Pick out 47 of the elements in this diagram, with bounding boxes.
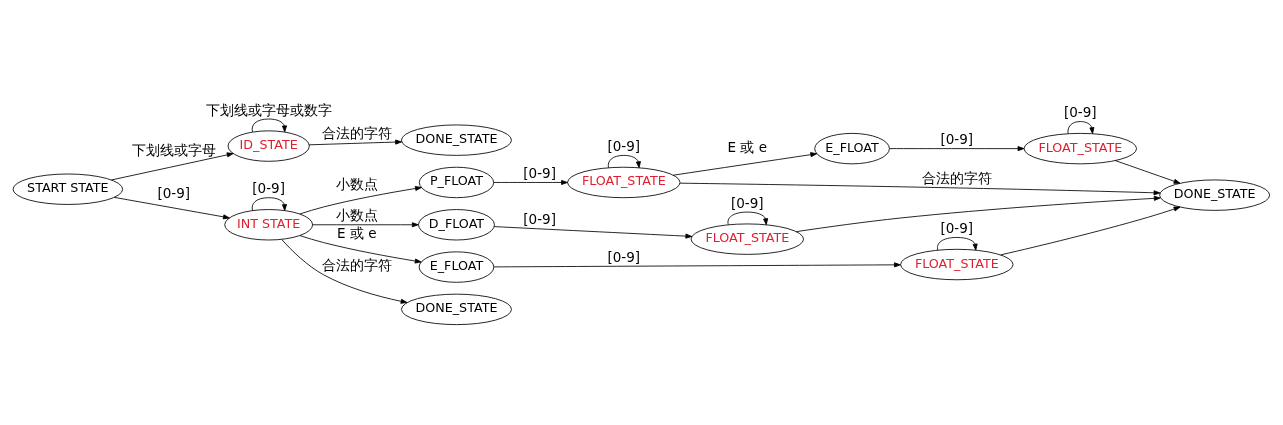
arrow bbox=[672, 152, 818, 176]
node-ellipse: P_FLOAT bbox=[418, 166, 495, 199]
edge-label: E 或 e bbox=[337, 225, 377, 242]
node-ellipse: FLOAT_STATE bbox=[1023, 132, 1137, 165]
arrow bbox=[493, 179, 568, 185]
arrow bbox=[1067, 121, 1095, 134]
arrow bbox=[251, 197, 287, 211]
node-ellipse: D_FLOAT bbox=[418, 209, 495, 241]
arrow bbox=[299, 186, 422, 215]
edge-label: [0-9] bbox=[607, 248, 641, 265]
arrow bbox=[679, 182, 1161, 196]
edge-label: [0-9] bbox=[523, 165, 556, 182]
arrow bbox=[493, 262, 901, 268]
arrow bbox=[1000, 206, 1181, 256]
edge-label: [0-9] bbox=[1064, 104, 1097, 121]
edge-label: 下划线或字母或数字 bbox=[205, 101, 332, 118]
arrow bbox=[281, 239, 408, 304]
arrow bbox=[889, 146, 1025, 152]
arrow bbox=[110, 152, 234, 181]
edge-label: 下划线或字母 bbox=[131, 142, 216, 159]
arrow bbox=[493, 226, 693, 239]
edge-label: [0-9] bbox=[252, 180, 285, 197]
arrow bbox=[113, 196, 230, 220]
edge-label: E 或 e bbox=[727, 138, 768, 155]
edge-label: [0-9] bbox=[940, 220, 974, 237]
arrow bbox=[312, 222, 419, 228]
arrow bbox=[299, 235, 422, 264]
edge-label: 合法的字符 bbox=[321, 257, 392, 274]
node-ellipse: FLOAT_STATE bbox=[690, 223, 804, 255]
node-ellipse: DONE_STATE bbox=[401, 124, 512, 156]
edge-label: [0-9] bbox=[157, 184, 191, 201]
edge-label: [0-9] bbox=[607, 137, 641, 154]
edge-label: 合法的字符 bbox=[321, 125, 392, 142]
node-ellipse: FLOAT_STATE bbox=[900, 248, 1014, 281]
node-ellipse: E_FLOAT bbox=[418, 251, 495, 283]
edge-label: 小数点 bbox=[335, 176, 378, 193]
edge-label: 小数点 bbox=[335, 207, 378, 224]
node-ellipse: START STATE bbox=[12, 173, 124, 205]
arrow bbox=[1114, 160, 1181, 184]
edge-label: [0-9] bbox=[730, 194, 764, 211]
arrow bbox=[308, 139, 402, 146]
edge-label: 合法的字符 bbox=[921, 170, 992, 187]
edge-label: [0-9] bbox=[523, 210, 556, 227]
arrow bbox=[796, 195, 1161, 233]
edge-label: [0-9] bbox=[940, 131, 974, 148]
node-ellipse: FLOAT_STATE bbox=[567, 166, 681, 199]
node-ellipse: E_FLOAT bbox=[814, 132, 890, 165]
